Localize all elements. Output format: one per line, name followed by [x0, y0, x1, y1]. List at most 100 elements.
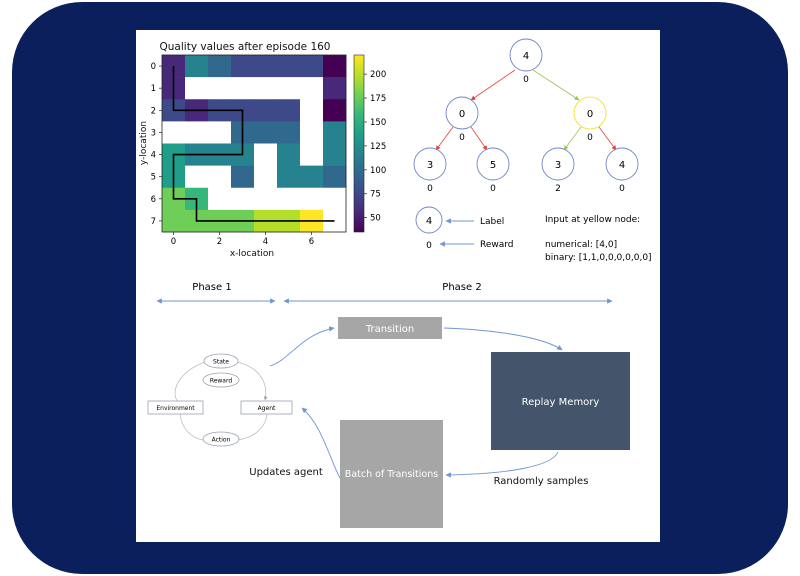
randomly-samples-label: Randomly samples: [494, 476, 589, 487]
action-node: [202, 431, 240, 447]
heatmap-cell: [323, 77, 347, 100]
tree-node: [445, 96, 479, 130]
heatmap-wall-cell: [231, 77, 255, 100]
state-label: State: [213, 359, 229, 366]
transition-label: Transition: [365, 324, 414, 335]
heatmap-wall-cell: [162, 121, 186, 144]
heatmap-cell: [277, 165, 301, 189]
colorbar-tick-label: 150: [370, 118, 386, 128]
tree-node-label: 0: [587, 109, 593, 120]
transition-to-replay-arrow: [443, 327, 563, 351]
replay-memory-label: Replay Memory: [522, 397, 600, 408]
heatmap-cell: [185, 55, 209, 78]
heatmap-cell: [231, 165, 255, 189]
agent-to-transition-arrow: [269, 326, 335, 367]
heatmap-wall-cell: [300, 77, 324, 100]
agent-box: [240, 400, 293, 415]
heatmap-wall-cell: [277, 77, 301, 100]
heatmap-wall-cell: [300, 121, 324, 144]
batch-to-agent-arrow: [301, 407, 341, 479]
legend-node-label: 4: [426, 216, 432, 227]
heatmap-cell: [277, 55, 301, 78]
loop-curve: [174, 361, 206, 403]
tree-node-label: 3: [555, 160, 561, 171]
tree-node: [413, 147, 447, 181]
heatmap-wall-cell: [254, 165, 278, 189]
environment-label: Environment: [156, 405, 195, 412]
reward-label: Reward: [210, 378, 233, 385]
tree-node: [476, 147, 510, 181]
replay-memory-box: [491, 352, 630, 450]
tree-node-label: 4: [619, 160, 625, 171]
legend-label-text: Label: [480, 217, 504, 227]
reward-node: [202, 372, 240, 388]
batch-box: [340, 420, 443, 528]
tree-node: [605, 147, 639, 181]
tree-node-reward: 0: [459, 133, 465, 143]
heatmap-wall-cell: [208, 121, 232, 144]
heatmap-wall-cell: [208, 77, 232, 100]
y-tick-label: 0: [151, 62, 156, 72]
tree-edge: [470, 69, 516, 101]
heatmap-wall-cell: [254, 187, 278, 211]
heatmap-cell: [323, 99, 347, 122]
heatmap-title: Quality values after episode 160: [160, 41, 331, 53]
tree-node-reward: 0: [523, 75, 529, 85]
replay-to-batch-arrow: [445, 451, 559, 478]
updates-agent-label: Updates agent: [249, 467, 323, 478]
heatmap-cell: [254, 99, 278, 122]
colorbar: [353, 54, 365, 233]
rl-loop: State Reward Action Environment Agent: [147, 353, 293, 447]
tree-node-reward: 0: [490, 184, 496, 194]
action-label: Action: [212, 437, 231, 444]
x-tick-label: 0: [171, 237, 176, 247]
colorbar-tick-label: 75: [370, 190, 381, 200]
agent-path-line: [172, 66, 335, 222]
tree-node-reward: 2: [555, 184, 561, 194]
phase-bar: Phase 1 Phase 2: [156, 282, 613, 304]
heatmap-cell: [254, 121, 278, 144]
input-binary: binary: [1,1,0,0,0,0,0,0]: [545, 253, 652, 263]
heatmap-cell: [277, 99, 301, 122]
heatmap-wall-cell: [208, 165, 232, 189]
loop-curve: [236, 361, 268, 401]
state-node: [203, 353, 239, 369]
input-title: Input at yellow node:: [545, 215, 640, 225]
heatmap-cell: [162, 209, 186, 233]
heatmap-cell: [208, 55, 232, 78]
tree-edge: [470, 126, 488, 151]
heatmap-wall-cell: [254, 143, 278, 166]
y-tick-label: 1: [151, 84, 156, 94]
colorbar-tick-label: 200: [370, 70, 386, 80]
heatmap-cell: [277, 143, 301, 166]
heatmap-wall-cell: [323, 187, 347, 211]
tree-node-label: 4: [523, 51, 529, 62]
legend-node-reward: 0: [426, 241, 432, 251]
x-tick-label: 2: [217, 237, 222, 247]
y-tick-label: 2: [151, 106, 156, 116]
loop-curve: [236, 413, 268, 441]
phase1-label: Phase 1: [192, 282, 231, 293]
heatmap-wall-cell: [277, 187, 301, 211]
heatmap-x-label: x-location: [230, 249, 274, 259]
tree-edge: [563, 126, 582, 151]
colorbar-tick-label: 100: [370, 166, 386, 176]
y-tick-label: 4: [151, 151, 156, 161]
loop-curve: [179, 413, 204, 441]
heatmap-wall-cell: [185, 121, 209, 144]
heatmap-cell: [323, 143, 347, 166]
y-tick-label: 6: [151, 195, 156, 205]
heatmap-cell: [300, 55, 324, 78]
heatmap-cell: [323, 55, 347, 78]
heatmap-wall-cell: [208, 187, 232, 211]
heatmap-cell: [300, 165, 324, 189]
tree-node-root: [509, 38, 543, 72]
tree-edge: [435, 126, 454, 151]
tree-node-reward: 0: [619, 184, 625, 194]
tree-node-label: 3: [427, 160, 433, 171]
heatmap-border: [161, 54, 347, 233]
x-tick-label: 4: [263, 237, 268, 247]
